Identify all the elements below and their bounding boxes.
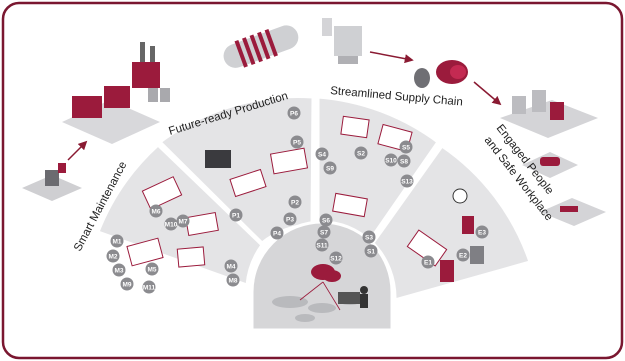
badge-label-p5: P5 (293, 139, 301, 146)
machine-icon (205, 150, 484, 282)
badge-s5 (399, 140, 413, 154)
red-roll-icon (414, 60, 468, 88)
badge-p4 (270, 226, 284, 240)
badge-s9 (323, 161, 337, 175)
badge-s1 (364, 244, 378, 258)
badge-label-p4: P4 (273, 230, 281, 237)
desk-worker-icon (338, 286, 368, 308)
badge-label-m10: M10 (165, 221, 178, 228)
car-icon (522, 152, 578, 178)
badge-label-s12: S12 (330, 255, 342, 262)
arrow-2 (369, 51, 414, 64)
badge-label-s8: S8 (400, 158, 408, 165)
badge-s10 (384, 153, 398, 167)
badge-label-m6: M6 (151, 208, 160, 215)
badge-label-p1: P1 (232, 212, 240, 219)
badge-m8 (226, 273, 240, 287)
badge-label-s5: S5 (402, 144, 410, 151)
badge-m11 (142, 280, 156, 294)
badge-m10 (164, 217, 178, 231)
badge-p1 (229, 208, 243, 222)
badge-e3 (475, 225, 489, 239)
silo-icon (322, 18, 362, 64)
badge-label-m5: M5 (147, 266, 156, 273)
badge-s6 (319, 213, 333, 227)
badge-label-m7: M7 (178, 218, 187, 225)
badge-label-m11: M11 (143, 284, 156, 291)
badge-label-e2: E2 (459, 252, 467, 259)
pipe-icon (223, 25, 299, 68)
badge-p2 (288, 195, 302, 209)
badge-s13 (400, 174, 414, 188)
badge-p6 (287, 106, 301, 120)
screen-icon (126, 115, 448, 268)
badge-label-s9: S9 (326, 165, 334, 172)
badge-m7 (176, 214, 190, 228)
badge-label-e1: E1 (424, 259, 432, 266)
badge-label-s4: S4 (318, 151, 326, 158)
badge-label-s6: S6 (322, 217, 330, 224)
arrow-1 (67, 140, 88, 161)
badge-label-s2: S2 (357, 150, 365, 157)
badge-m5 (145, 262, 159, 276)
badge-m9 (120, 277, 134, 291)
badge-e1 (421, 255, 435, 269)
badge-s3 (362, 230, 376, 244)
arrow-3 (473, 81, 502, 106)
badge-m2 (106, 249, 120, 263)
badge-label-s1: S1 (367, 248, 375, 255)
badge-label-s11: S11 (316, 242, 328, 249)
badge-label-s13: S13 (401, 178, 413, 185)
badge-p5 (290, 135, 304, 149)
badge-p3 (283, 212, 297, 226)
badge-label-p6: P6 (290, 110, 298, 117)
badge-label-m4: M4 (226, 263, 235, 270)
robot-arm-icon (22, 163, 82, 201)
badge-label-m9: M9 (122, 281, 131, 288)
badge-s7 (317, 225, 331, 239)
badge-s2 (354, 146, 368, 160)
badge-label-p2: P2 (291, 199, 299, 206)
badge-s8 (397, 154, 411, 168)
badge-m1 (110, 234, 124, 248)
badge-e2 (456, 248, 470, 262)
badge-s11 (315, 238, 329, 252)
sector-maintenance (96, 142, 264, 288)
badge-label-p3: P3 (286, 216, 294, 223)
badge-label-s7: S7 (320, 229, 328, 236)
badge-s12 (329, 251, 343, 265)
pallet-icon (540, 198, 606, 226)
badge-label-m2: M2 (108, 253, 117, 260)
badge-label-m3: M3 (114, 267, 123, 274)
badge-label-m8: M8 (228, 277, 237, 284)
factory-icon (62, 42, 170, 144)
badge-m6 (149, 204, 163, 218)
badge-label-e3: E3 (478, 229, 486, 236)
badge-label-s10: S10 (385, 157, 397, 164)
badge-m4 (224, 259, 238, 273)
warehouse-icon (500, 90, 598, 138)
badge-label-m1: M1 (112, 238, 121, 245)
badge-m3 (112, 263, 126, 277)
badge-s4 (315, 147, 329, 161)
badge-label-s3: S3 (365, 234, 373, 241)
cloud-icon (299, 264, 341, 311)
